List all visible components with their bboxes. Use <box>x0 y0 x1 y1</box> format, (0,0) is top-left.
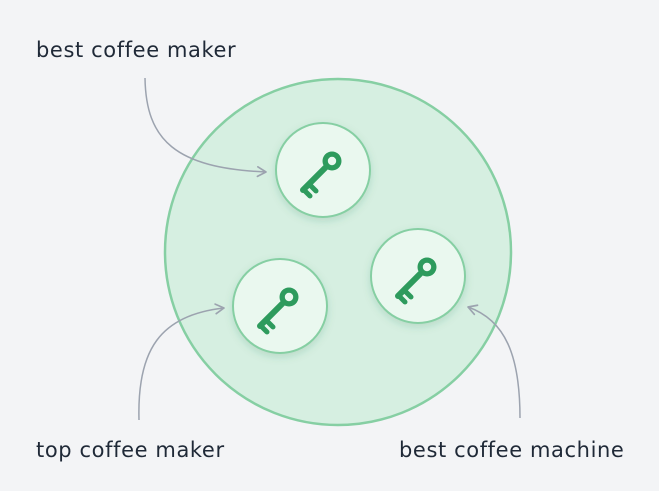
keyword-label-best-coffee-maker: best coffee maker <box>36 38 237 62</box>
arrow-best-coffee-maker <box>144 77 267 178</box>
keyword-bubble-best-coffee-machine <box>370 228 466 324</box>
keyword-bubble-top-coffee-maker <box>232 258 328 354</box>
keyword-bubble-best-coffee-maker <box>275 122 371 218</box>
arrow-best-coffee-machine <box>467 304 521 419</box>
keyword-label-top-coffee-maker: top coffee maker <box>36 438 225 462</box>
arrow-top-coffee-maker <box>138 303 225 421</box>
keyword-label-best-coffee-machine: best coffee machine <box>399 438 625 462</box>
